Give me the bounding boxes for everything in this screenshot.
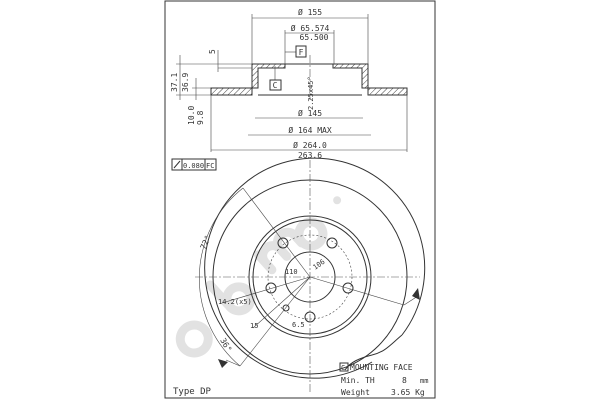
dim-pin-hole: 6.5 <box>292 321 305 329</box>
dim-hat-top-thickness: 5 <box>208 49 217 54</box>
dim-total-height-max: 37.1 <box>170 73 179 92</box>
runout-tolerance: 0.080 <box>183 162 204 170</box>
dim-chamfer: 2.25x45° <box>307 76 315 110</box>
drawing-frame <box>164 0 436 399</box>
min-th-value: 8 <box>402 376 407 385</box>
dim-total-height-min: 36.9 <box>181 73 190 92</box>
dim-friction-inner-diameter: Ø 164 MAX <box>288 125 332 135</box>
weight-value: 3.65 Kg <box>391 388 425 397</box>
weight-label: Weight <box>341 388 370 397</box>
dim-outer-diameter-max: Ø 264.0 <box>293 140 327 150</box>
brembo-watermark <box>175 196 342 358</box>
section-view <box>176 14 408 152</box>
dim-outer-diameter-min: 263.6 <box>298 151 322 160</box>
mounting-face-label: MOUNTING FACE <box>350 363 413 372</box>
dim-inner-diameter: Ø 145 <box>298 108 322 118</box>
datum-f: F <box>299 48 304 57</box>
dim-bolt-angle: 72° <box>199 234 213 251</box>
type-label: Type DP <box>173 387 212 397</box>
dim-pin-hole-offset: 15 <box>250 322 258 330</box>
dim-bore-min: 65.500 <box>300 33 329 42</box>
datum-c: C <box>273 81 278 90</box>
mounting-face-marker: C <box>341 364 345 372</box>
dim-disc-thickness-min: 9.8 <box>196 110 205 125</box>
front-view <box>195 157 426 392</box>
dim-bolt-circle: 110 <box>285 268 298 276</box>
min-th-unit: mm <box>420 377 428 385</box>
dim-bolt-hole: 14.2(x5) <box>218 298 252 306</box>
dim-disc-thickness-max: 10.0 <box>187 106 196 125</box>
dim-hat-diameter: Ø 155 <box>298 7 322 17</box>
runout-tolerance-box <box>171 158 217 171</box>
dim-bore-max: Ø 65.574 <box>291 23 330 33</box>
min-th-label: Min. TH <box>341 376 375 385</box>
runout-reference: FC <box>206 162 214 170</box>
dim-center-bore: 106 <box>312 258 327 272</box>
